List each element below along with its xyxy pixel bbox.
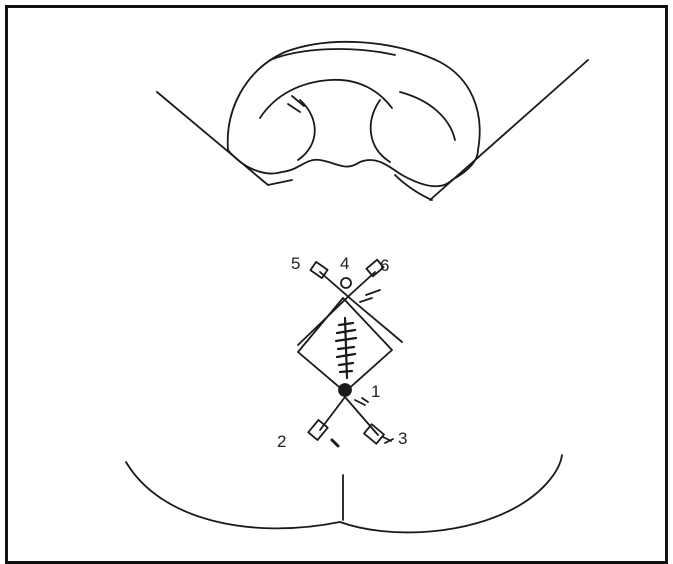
left-contour-line [157,92,292,185]
lower-contour [126,455,562,532]
label-4: 4 [340,255,349,272]
label-3: 3 [398,430,407,447]
label-2: 2 [277,433,286,450]
upper-drape [228,42,480,200]
label-1: 1 [371,383,380,400]
label-5: 5 [291,255,300,272]
central-suture [336,318,356,378]
label-6: 6 [380,257,389,274]
